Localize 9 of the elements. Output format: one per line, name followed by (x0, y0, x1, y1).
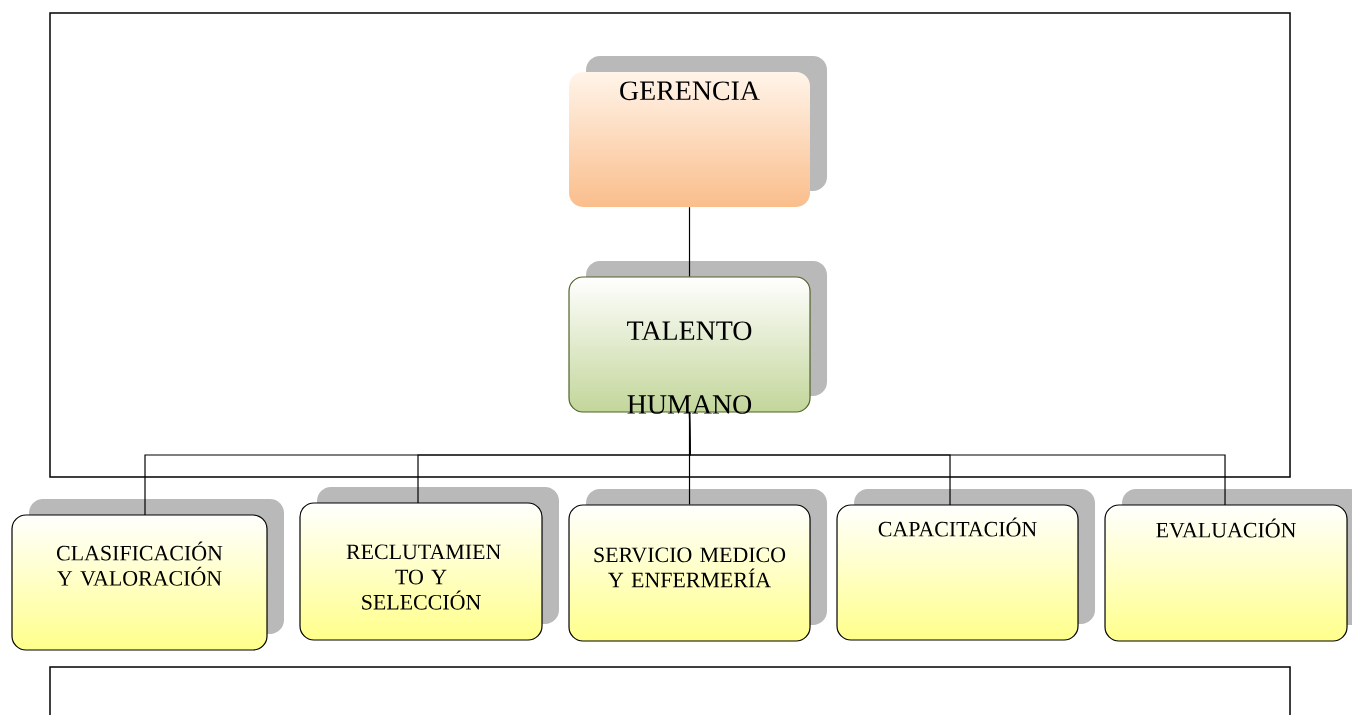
box: SERVICIO MEDICO Y ENFERMERÍA (568, 489, 827, 642)
box: CLASIFICACIÓN Y VALORACIÓN (11, 499, 284, 651)
box: GERENCIA (569, 56, 827, 207)
box: TALENTO HUMANO (568, 261, 827, 414)
connector-line (688, 412, 1226, 506)
box: CAPACITACIÓN (836, 489, 1095, 641)
connector-line (688, 206, 691, 277)
box: EVALUACIÓN (1104, 489, 1352, 642)
box: RECLUTAMIEN TO Y SELECCIÓN (299, 487, 559, 641)
